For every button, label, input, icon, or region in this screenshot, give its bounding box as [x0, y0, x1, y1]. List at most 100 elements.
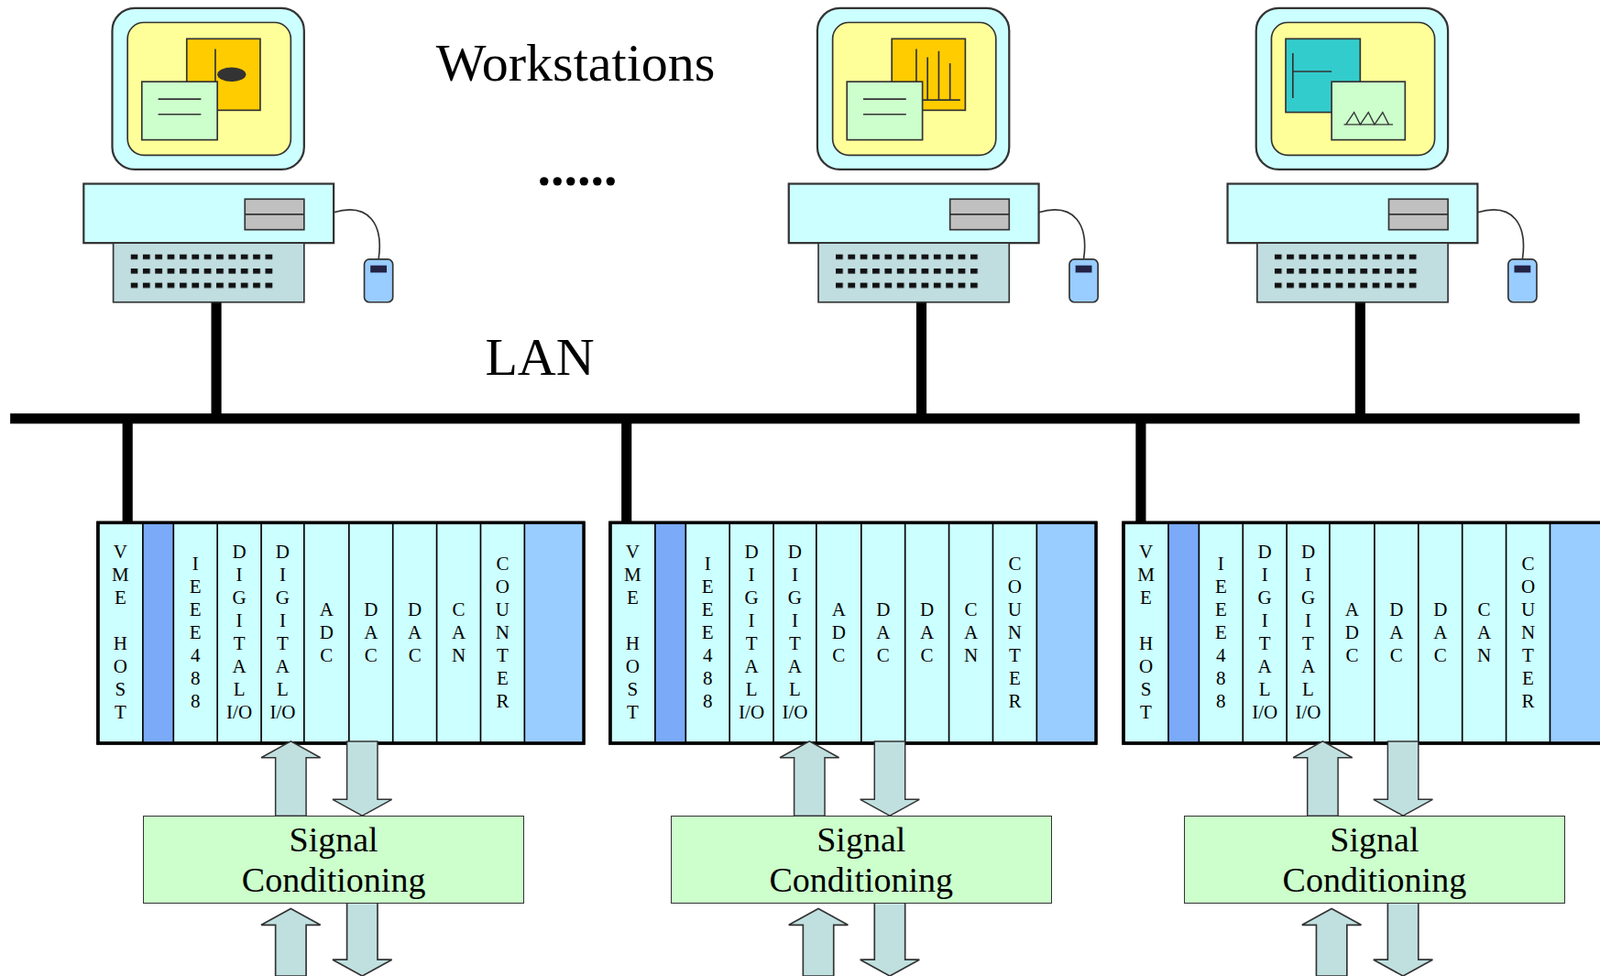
board-letter: A [363, 621, 378, 645]
board-label: ADC [1345, 598, 1359, 668]
board-letter: T [1251, 632, 1278, 656]
board-letter: I [226, 563, 253, 587]
vme-board-slot: DIGITAL I/O [775, 524, 816, 742]
board-label: DIGITAL I/O [781, 540, 808, 724]
board-label: DAC [876, 598, 890, 668]
letter-gap [1137, 609, 1155, 633]
board-letter: I [1251, 563, 1278, 587]
board-letter: I/O [269, 701, 296, 724]
workstation [83, 8, 393, 420]
board-letter: L [226, 678, 253, 702]
board-label: COUNTER [495, 552, 510, 713]
vme-board-slot: COUNTER [482, 524, 524, 742]
board-letter: E [701, 598, 714, 622]
board-letter: D [876, 598, 890, 622]
data-flow-arrow [1293, 741, 1353, 816]
lan-bus [10, 413, 1580, 424]
board-letter: D [269, 540, 296, 564]
board-letter: A [1433, 621, 1447, 645]
board-letter: R [1008, 690, 1022, 713]
board-letter: C [832, 644, 846, 668]
board-letter: O [111, 655, 130, 679]
board-letter: L [781, 678, 808, 702]
vme-board-slot: DAC [862, 524, 904, 742]
board-label: DIGITAL I/O [1295, 540, 1322, 724]
data-flow-arrow [779, 741, 840, 816]
board-letter: V [1137, 540, 1155, 564]
board-letter: I/O [226, 701, 253, 724]
board-letter: T [111, 701, 130, 724]
board-letter: N [451, 644, 466, 668]
board-letter: U [495, 598, 510, 622]
network-label: LAN [484, 328, 594, 387]
board-label: DAC [1433, 598, 1447, 668]
vme-crate [1123, 522, 1600, 744]
board-letter: E [1215, 598, 1228, 622]
board-letter: U [1521, 598, 1535, 622]
board-letter: I [781, 609, 808, 633]
vme-crate [610, 522, 1096, 744]
board-label: IEEE488 [701, 552, 714, 713]
board-letter: E [189, 598, 202, 622]
board-letter: R [495, 690, 510, 713]
board-letter: 8 [701, 690, 714, 713]
vme-board-slot: DIGITAL I/O [1288, 524, 1329, 742]
board-label: CAN [451, 598, 466, 668]
board-letter: I [269, 609, 296, 633]
board-letter: C [1433, 644, 1447, 668]
board-letter: N [1521, 621, 1535, 645]
board-label: COUNTER [1521, 552, 1535, 713]
vme-board-slot: VME HOST [1124, 524, 1167, 742]
board-letter: D [1389, 598, 1403, 622]
data-flow-arrow [261, 741, 321, 816]
board-letter: I [738, 609, 765, 633]
board-letter: I/O [1295, 701, 1322, 724]
board-letter: 4 [1215, 644, 1228, 668]
board-letter: N [1008, 621, 1022, 645]
board-letter: G [1295, 586, 1322, 610]
vme-board-slot: VME HOST [98, 524, 142, 742]
board-label: COUNTER [1008, 552, 1022, 713]
board-letter: C [1389, 644, 1403, 668]
board-letter: E [1008, 667, 1022, 691]
board-letter: A [1345, 598, 1359, 622]
vme-board-slot: VME HOST [611, 524, 654, 742]
board-letter: E [701, 575, 714, 599]
workstation [789, 8, 1098, 420]
board-letter: T [781, 632, 808, 656]
board-letter: N [495, 621, 510, 645]
board-letter: A [738, 655, 765, 679]
vme-crate [98, 522, 584, 744]
board-letter: D [1251, 540, 1278, 564]
board-letter: S [624, 678, 642, 702]
board-letter: E [1215, 575, 1228, 599]
board-letter: O [1137, 655, 1155, 679]
workstation [1227, 8, 1537, 420]
board-letter: S [111, 678, 130, 702]
board-label: DIGITAL I/O [226, 540, 253, 724]
board-letter: U [1008, 598, 1022, 622]
board-letter: D [363, 598, 378, 622]
board-letter: A [781, 655, 808, 679]
box-label: Signal Conditioning [742, 819, 981, 900]
board-letter: D [738, 540, 765, 564]
board-letter: M [1137, 563, 1155, 587]
board-letter: H [111, 632, 130, 656]
lan-drop [621, 418, 632, 525]
board-letter: V [624, 540, 642, 564]
board-letter: C [363, 644, 378, 668]
box-label: Signal Conditioning [214, 819, 453, 900]
board-label: CAN [1477, 598, 1491, 668]
vme-board-slot: DAC [1375, 524, 1417, 742]
board-letter: T [1521, 644, 1535, 668]
data-flow-arrow [332, 741, 393, 816]
vme-board-slot: DIGITAL I/O [219, 524, 261, 742]
vme-board-slot: CAN [950, 524, 992, 742]
field-io-arrows [1302, 902, 1434, 976]
vme-board-slot: DIGITAL I/O [1244, 524, 1286, 742]
board-letter: E [624, 586, 642, 610]
ellipsis-label: ...... [537, 138, 618, 198]
board-letter: A [1251, 655, 1278, 679]
board-letter: E [1215, 621, 1228, 645]
